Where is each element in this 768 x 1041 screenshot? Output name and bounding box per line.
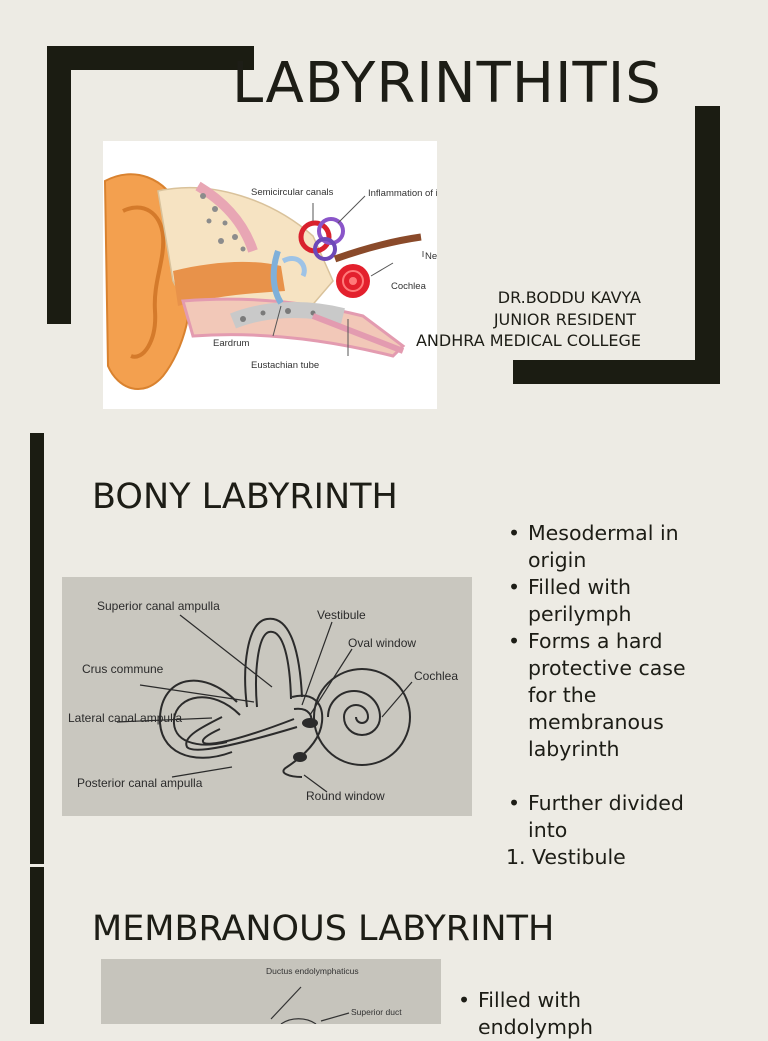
label-round: Round window (306, 789, 385, 803)
bullet-item: Mesodermal in origin (508, 520, 718, 574)
bullet-item: Forms a hard protective case for the mem… (508, 628, 718, 763)
label-oval: Oval window (348, 636, 416, 650)
frame-top-left-horizontal (47, 46, 254, 70)
frame-bottom-right-vertical (695, 106, 720, 384)
numbered-item-text: Vestibule (532, 845, 626, 869)
author-role: JUNIOR RESIDENT (493, 310, 636, 329)
label-crus: Crus commune (82, 662, 164, 676)
label-lateral: Lateral canal ampulla (68, 711, 182, 725)
numbered-item: 1. Vestibule (506, 844, 718, 871)
author-college-clip (103, 326, 437, 356)
label-superior-duct: Superior duct (351, 1007, 402, 1017)
bullet-item: Further divided into (508, 790, 718, 844)
author-name: DR.BODDU KAVYA (497, 288, 641, 307)
label-eardrum: Eardrum (213, 338, 250, 349)
label-semicircular: Semicircular canals (251, 187, 334, 198)
label-inflammation: Inflammation of inner ear (368, 188, 437, 199)
bullet-item: Filled with perilymph (508, 574, 718, 628)
ear-anatomy-figure: Semicircular canals Inflammation of inne… (103, 141, 437, 409)
page-title: LABYRINTHITIS (232, 51, 662, 116)
section-title: MEMBRANOUS LABYRINTH (92, 909, 555, 949)
bony-labyrinth-figure: Superior canal ampulla Vestibule Oval wi… (62, 577, 472, 816)
label-cochlea: Cochlea (391, 281, 427, 292)
section-title: BONY LABYRINTH (92, 477, 398, 517)
left-rule (30, 433, 44, 864)
label-posterior: Posterior canal ampulla (77, 776, 203, 790)
membranous-bullets: Filled with endolymph (458, 987, 628, 1041)
bony-bullets: Mesodermal in origin Filled with perilym… (506, 520, 718, 871)
label-cochlea: Cochlea (414, 669, 458, 683)
left-rule (30, 867, 44, 1024)
bullet-item: Filled with endolymph (458, 987, 628, 1041)
numbered-item-number: 1. (506, 845, 526, 869)
label-ductus: Ductus endolymphaticus (266, 966, 359, 976)
author-college: ANDHRA MEDICAL COLLEGE (415, 331, 641, 350)
label-nerve: Nerve fibers (425, 251, 437, 262)
frame-top-left-vertical (47, 46, 71, 324)
bullet-gap (508, 763, 718, 790)
label-superior: Superior canal ampulla (97, 599, 220, 613)
frame-bottom-right-horizontal (513, 360, 720, 384)
label-vestibule: Vestibule (317, 608, 366, 622)
membranous-labyrinth-figure: Ductus endolymphaticus Superior duct (101, 959, 441, 1024)
label-eustachian: Eustachian tube (251, 360, 319, 371)
